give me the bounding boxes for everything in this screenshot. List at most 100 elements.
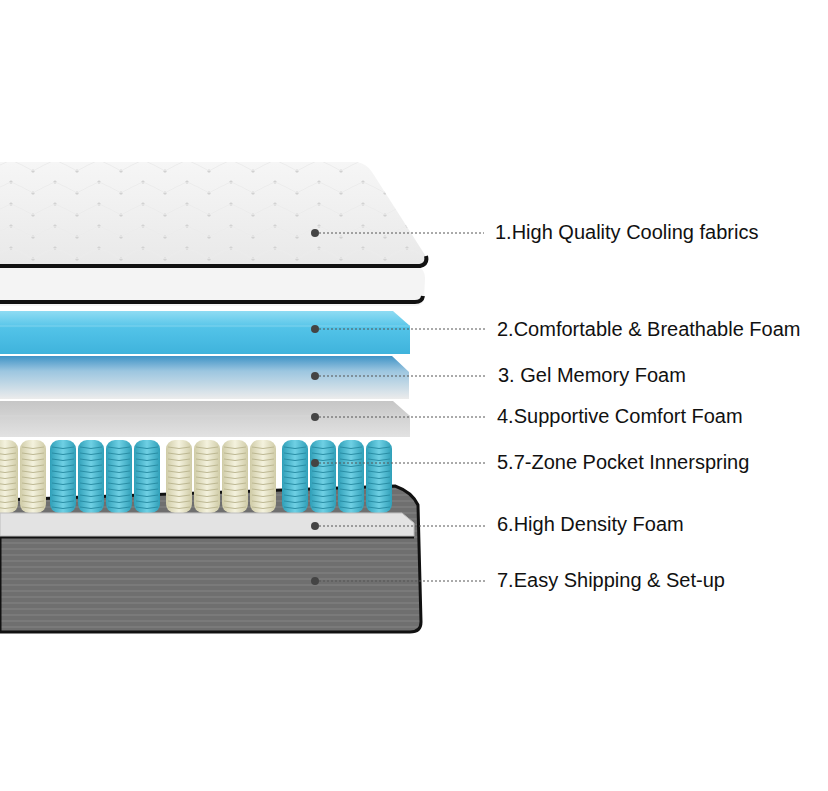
comfort-foam xyxy=(0,401,410,437)
callout-label: 5.7-Zone Pocket Innerspring xyxy=(497,450,749,474)
leader-dot xyxy=(311,372,319,380)
coil-turn xyxy=(252,453,274,455)
callout-label: 2.Comfortable & Breathable Foam xyxy=(497,317,801,341)
coil-turn xyxy=(168,471,190,473)
spring-coil xyxy=(20,440,46,513)
coil-turn xyxy=(312,507,334,509)
coil-turn xyxy=(136,477,158,479)
coil-turn xyxy=(22,507,44,509)
coil-turn xyxy=(252,501,274,503)
coil-turn xyxy=(136,489,158,491)
coil-turn xyxy=(136,453,158,455)
callout-label: 6.High Density Foam xyxy=(497,512,684,536)
foam-edge xyxy=(0,326,410,327)
coil-turn xyxy=(108,453,130,455)
coil-turn xyxy=(52,465,74,467)
coil-turn xyxy=(52,477,74,479)
coil-turn xyxy=(224,483,246,485)
coil-turn xyxy=(224,477,246,479)
coil-turn xyxy=(52,459,74,461)
spring-coil xyxy=(310,440,336,513)
coil-turn xyxy=(252,471,274,473)
coil-turn xyxy=(312,477,334,479)
coil-turn xyxy=(252,447,274,449)
coil-turn xyxy=(196,507,218,509)
coil-turn xyxy=(136,507,158,509)
coil-turn xyxy=(196,471,218,473)
coil-turn xyxy=(108,477,130,479)
coil-turn xyxy=(80,501,102,503)
coil-turn xyxy=(168,453,190,455)
coil-turn xyxy=(80,447,102,449)
coil-turn xyxy=(22,459,44,461)
coil-turn xyxy=(0,459,16,461)
leader-dot xyxy=(311,325,319,333)
coil-turn xyxy=(196,453,218,455)
leader-line xyxy=(315,526,486,527)
coil-turn xyxy=(340,471,362,473)
coil-turn xyxy=(80,471,102,473)
spring-coil xyxy=(250,440,276,513)
coil-turn xyxy=(108,471,130,473)
coil-turn xyxy=(312,471,334,473)
coil-turn xyxy=(0,453,16,455)
coil-turn xyxy=(52,471,74,473)
coil-turn xyxy=(22,483,44,485)
coil-turn xyxy=(196,447,218,449)
coil-turn xyxy=(168,483,190,485)
coil-turn xyxy=(80,459,102,461)
coil-turn xyxy=(284,489,306,491)
coil-turn xyxy=(168,501,190,503)
coil-turn xyxy=(196,495,218,497)
coil-turn xyxy=(0,495,16,497)
coil-turn xyxy=(252,495,274,497)
coil-turn xyxy=(168,459,190,461)
coil-turn xyxy=(368,453,390,455)
callout-label: 3. Gel Memory Foam xyxy=(498,363,686,387)
leader-dot xyxy=(311,522,319,530)
spring-coil xyxy=(0,440,18,513)
coil-turn xyxy=(196,483,218,485)
coil-turn xyxy=(196,489,218,491)
spring-coil xyxy=(166,440,192,513)
cover-side xyxy=(0,266,425,306)
leader-dot xyxy=(311,229,319,237)
coil-turn xyxy=(312,483,334,485)
leader-line xyxy=(315,376,486,377)
coil-turn xyxy=(224,459,246,461)
coil-turn xyxy=(168,477,190,479)
coil-turn xyxy=(340,453,362,455)
coil-turn xyxy=(0,477,16,479)
leader-line xyxy=(315,581,486,582)
coil-turn xyxy=(340,465,362,467)
pocket-springs xyxy=(0,440,392,513)
coil-turn xyxy=(136,447,158,449)
callout-label: 7.Easy Shipping & Set-up xyxy=(497,568,725,592)
coil-turn xyxy=(224,489,246,491)
coil-turn xyxy=(52,495,74,497)
coil-turn xyxy=(252,483,274,485)
coil-turn xyxy=(22,495,44,497)
coil-turn xyxy=(136,465,158,467)
coil-turn xyxy=(168,507,190,509)
gel-foam xyxy=(0,356,409,399)
coil-turn xyxy=(368,489,390,491)
callout-label: 1.High Quality Cooling fabrics xyxy=(495,220,758,244)
coil-turn xyxy=(368,477,390,479)
coil-turn xyxy=(284,465,306,467)
coil-turn xyxy=(284,459,306,461)
coil-turn xyxy=(22,465,44,467)
coil-turn xyxy=(0,483,16,485)
coil-turn xyxy=(224,471,246,473)
coil-turn xyxy=(22,453,44,455)
breathable-foam xyxy=(0,311,410,354)
coil-turn xyxy=(368,465,390,467)
coil-turn xyxy=(368,483,390,485)
cover-top xyxy=(0,162,426,264)
coil-turn xyxy=(168,447,190,449)
coil-turn xyxy=(108,459,130,461)
coil-turn xyxy=(80,495,102,497)
coil-turn xyxy=(80,489,102,491)
coil-turn xyxy=(224,495,246,497)
spring-coil xyxy=(222,440,248,513)
